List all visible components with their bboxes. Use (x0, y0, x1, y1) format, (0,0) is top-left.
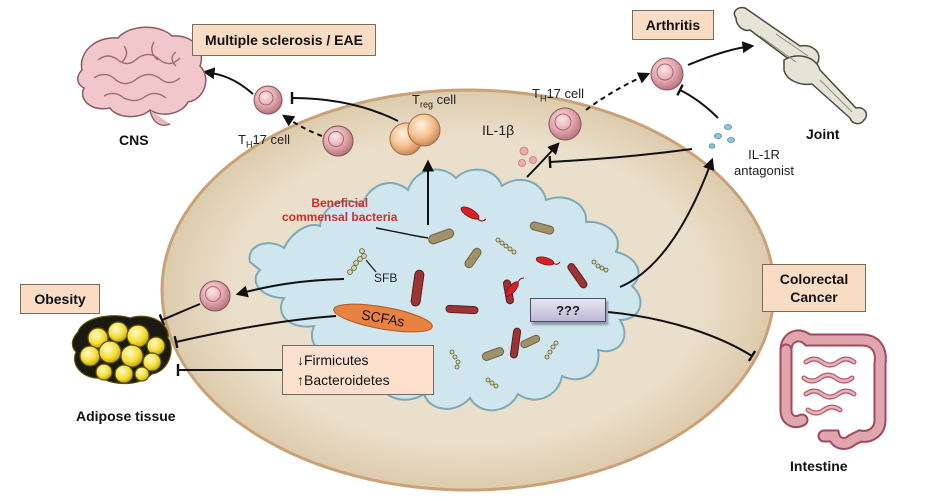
intestine-label: Intestine (790, 458, 848, 474)
arthritis-box: Arthritis (632, 10, 714, 40)
treg-rest: cell (432, 92, 457, 107)
th17-right-sub: H (539, 93, 547, 104)
arrow-lumen-to-il1b (526, 142, 560, 178)
bacteroidetes-label: ↑Bacteroidetes (297, 372, 390, 388)
il1r-antagonist-label: IL-1R antagonist (734, 147, 794, 179)
red-bacteria (460, 206, 561, 297)
il1b-label: IL-1β (482, 122, 515, 138)
beneficial-bacteria-label: Beneficial commensal bacteria (282, 196, 397, 224)
scfa-ellipse (333, 303, 433, 333)
inhibit-th17-to-adipose (158, 303, 201, 327)
beneficial-line1: Beneficial (311, 196, 369, 210)
brain-icon (77, 26, 207, 126)
th17-left-label: TH17 cell (238, 132, 290, 150)
unknown-factor-box: ??? (530, 298, 606, 322)
colorectal-label: Colorectal (779, 271, 849, 287)
inhibit-unknown-to-intestine (607, 311, 757, 362)
th17-cell-arthritis (650, 57, 684, 91)
il1r-antagonist-molecules (708, 124, 735, 149)
ms-eae-box: Multiple sclerosis / EAE (192, 24, 376, 56)
beneficial-line2: commensal bacteria (282, 210, 398, 224)
arrow-th17-to-joint (687, 41, 755, 66)
th17-cell-left-upper (253, 85, 283, 115)
cancer-label: Cancer (790, 289, 838, 305)
joint-label: Joint (806, 126, 840, 142)
th17-left-rest: 17 cell (252, 132, 291, 147)
inhibit-il1ra-to-th17 (676, 84, 719, 119)
adipose-tissue-icon (71, 315, 172, 385)
inhibit-il1ra-to-il1b (548, 148, 693, 169)
th17-cell-right (548, 107, 582, 141)
arrow-sfb-to-th17 (235, 278, 345, 298)
th17-left-sub: H (245, 139, 253, 150)
beneficial-bacteria-pointer (375, 227, 429, 239)
il1r-line1: IL-1R (748, 147, 780, 162)
sfb-pointer (365, 259, 377, 273)
treg-label: Treg cell (412, 92, 456, 110)
treg-cell-pair (389, 113, 441, 156)
sfb-label: SFB (374, 271, 398, 285)
th17-right-rest: 17 cell (546, 86, 585, 101)
th17-right-label: TH17 cell (532, 86, 584, 104)
th17-cell-obesity (199, 280, 231, 312)
th17-cell-left-lower (322, 125, 354, 157)
treg-t: T (412, 92, 420, 107)
arrow-dashed-th17-right (585, 72, 651, 111)
firmicutes-bacteroidetes-box: ↓Firmicutes ↑Bacteroidetes (282, 345, 434, 395)
obesity-box: Obesity (20, 284, 100, 314)
inhibit-treg-to-th17 (290, 91, 399, 122)
unknown-factor-label: ??? (556, 302, 580, 318)
intestine-icon (779, 329, 887, 450)
arrow-th17-to-cns (202, 67, 254, 95)
firmicutes-label: ↓Firmicutes (297, 352, 369, 368)
cns-label: CNS (119, 132, 149, 148)
arrow-lumen-to-il1ra (619, 157, 715, 288)
th17-right-t: T (532, 86, 540, 101)
arrow-dashed-th17-left (282, 114, 323, 137)
ms-eae-label: Multiple sclerosis / EAE (205, 32, 363, 48)
rod-bacteria (410, 263, 588, 359)
arthritis-label: Arthritis (645, 17, 701, 33)
colorectal-cancer-box: Colorectal Cancer (762, 264, 866, 312)
bone-joint-icon (733, 6, 868, 125)
th17-left-t: T (238, 132, 246, 147)
sfb-filaments (347, 237, 609, 389)
adipose-tissue-label: Adipose tissue (76, 408, 176, 424)
inhibit-scfa-to-adipose (173, 315, 337, 349)
treg-sub: reg (419, 99, 433, 110)
il1b-molecules (518, 146, 537, 167)
il1r-line2: antagonist (734, 163, 794, 178)
obesity-label: Obesity (34, 291, 86, 307)
